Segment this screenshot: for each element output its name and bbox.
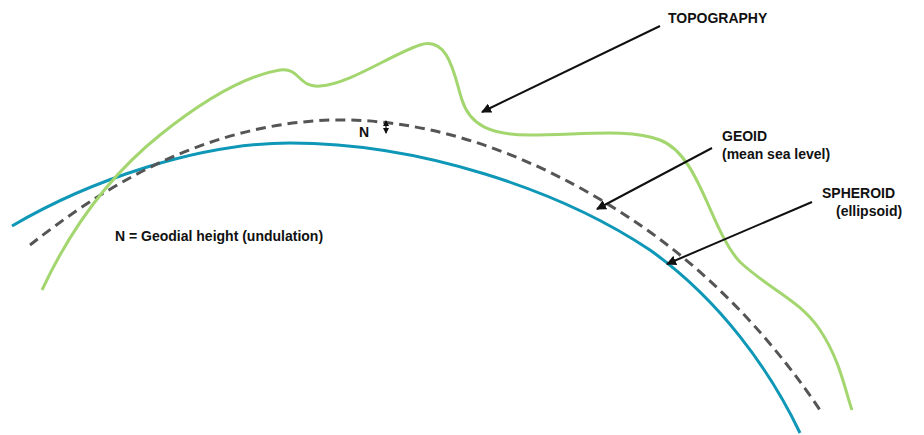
layer-note: (ellipsoid) bbox=[836, 203, 902, 220]
topography-curve bbox=[42, 44, 852, 410]
spheroid-curve bbox=[12, 143, 800, 433]
leader-line bbox=[482, 26, 660, 112]
leader-line bbox=[597, 148, 712, 209]
layer-label: SPHEROID bbox=[822, 185, 895, 202]
layer-label: TOPOGRAPHY bbox=[668, 10, 767, 27]
leader-line bbox=[667, 202, 812, 264]
layer-label: GEOID bbox=[722, 128, 767, 145]
symbol-label: N bbox=[358, 124, 370, 141]
legend-note: N = Geodial height (undulation) bbox=[115, 228, 323, 245]
geoid-curve bbox=[30, 120, 822, 413]
layer-note: (mean sea level) bbox=[722, 146, 830, 163]
undulation-arrow bbox=[385, 121, 386, 133]
